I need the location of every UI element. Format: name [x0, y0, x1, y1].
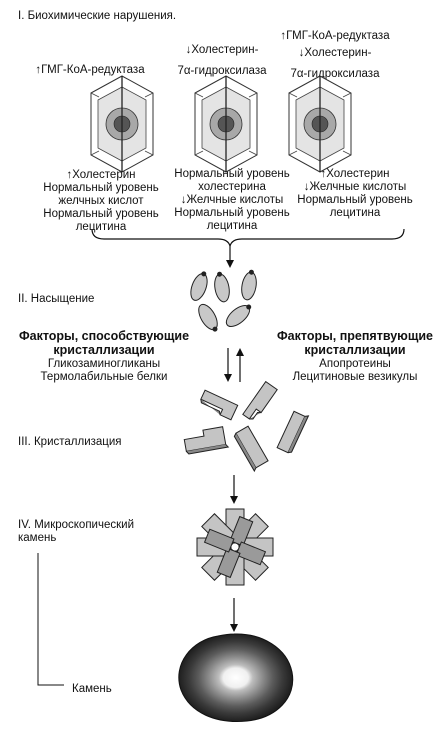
inhibit-item-1: Апопротеины: [319, 358, 391, 370]
cell-2-status-line-2: холестерина: [198, 181, 266, 193]
promote-item-1: Гликозаминогликаны: [47, 358, 161, 370]
cell-1-status-line-5: лецитина: [75, 221, 127, 233]
cell-3-status-line-1: ↑Холестерин: [320, 168, 390, 180]
promote-title-line-2: кристаллизации: [53, 343, 155, 357]
hepatocyte-cell-2: [194, 75, 258, 173]
promote-item-2: Термолабильные белки: [40, 371, 168, 383]
micro-stone: [196, 508, 274, 586]
cell-3-enzyme: ↑ГМГ-КоА-редуктаза ↓Холестерин- 7α-гидро…: [280, 30, 389, 81]
inhibit-factors: Факторы, препятвующие кристаллизации Апо…: [277, 329, 433, 384]
cell-2-enzyme: ↓Холестерин- 7α-гидроксилаза: [178, 44, 267, 78]
cell-1-status-line-4: Нормальный уровень: [43, 208, 159, 220]
hepatocyte-cell-3: [288, 75, 352, 173]
brace: [91, 228, 405, 249]
stage-saturation-label: II. Насыщение: [18, 293, 95, 305]
stage-micro-stone-line-2: камень: [18, 532, 57, 544]
stage-stone-label: Камень: [72, 683, 112, 695]
inhibit-item-2: Лецитиновые везикулы: [292, 371, 418, 383]
promote-factors: Факторы, способствующие кристаллизации Г…: [19, 329, 189, 384]
stage-micro-stone-label: IV. Микроскопический камень: [18, 519, 134, 545]
promote-title-line-1: Факторы, способствующие: [18, 329, 190, 343]
hepatocyte-cell-1: [90, 75, 154, 173]
cell-1-status: ↑Холестерин Нормальный уровень желчных к…: [43, 169, 158, 234]
stage-bracket: [37, 553, 64, 686]
cell-3-enzyme-line-2: ↓Холестерин-: [298, 47, 372, 59]
cell-3-status-line-2: ↓Желчные кислоты: [303, 181, 407, 193]
inhibit-title-line-2: кристаллизации: [304, 343, 406, 357]
inhibit-title-line-1: Факторы, препятвующие: [276, 329, 434, 343]
cell-3-status: ↑Холестерин ↓Желчные кислоты Нормальный …: [297, 168, 412, 220]
crystals: [183, 380, 310, 473]
cell-1-status-line-2: Нормальный уровень: [43, 182, 159, 194]
cell-3-status-line-4: лецитина: [329, 207, 381, 219]
cell-1-enzyme: ↑ГМГ-КоА-редуктаза: [35, 64, 144, 77]
cell-2-enzyme-line-2: 7α-гидроксилаза: [177, 65, 267, 77]
cell-2-status-line-1: Нормальный уровень: [174, 168, 290, 180]
cell-2-enzyme-line-1: ↓Холестерин-: [185, 44, 259, 56]
cell-2-status-line-3: ↓Желчные кислоты: [180, 194, 284, 206]
stage-crystallization-label: III. Кристаллизация: [18, 436, 122, 448]
cell-1-status-line-3: желчных кислот: [58, 195, 144, 207]
cell-3-enzyme-line-3: 7α-гидроксилаза: [290, 68, 380, 80]
cell-3-enzyme-line-1: ↑ГМГ-КоА-редуктаза: [280, 30, 390, 42]
cell-2-status: Нормальный уровень холестерина ↓Желчные …: [174, 168, 289, 233]
cell-2-status-line-5: лецитина: [206, 220, 258, 232]
figure-title: I. Биохимические нарушения.: [18, 10, 177, 22]
vesicles: [190, 269, 257, 332]
cell-3-status-line-3: Нормальный уровень: [297, 194, 413, 206]
cell-1-enzyme-line-1: ↑ГМГ-КоА-редуктаза: [35, 64, 145, 76]
gallstone: [178, 633, 294, 722]
stage-micro-stone-line-1: IV. Микроскопический: [18, 519, 134, 531]
cell-1-status-line-1: ↑Холестерин: [66, 169, 136, 181]
cell-2-status-line-4: Нормальный уровень: [174, 207, 290, 219]
